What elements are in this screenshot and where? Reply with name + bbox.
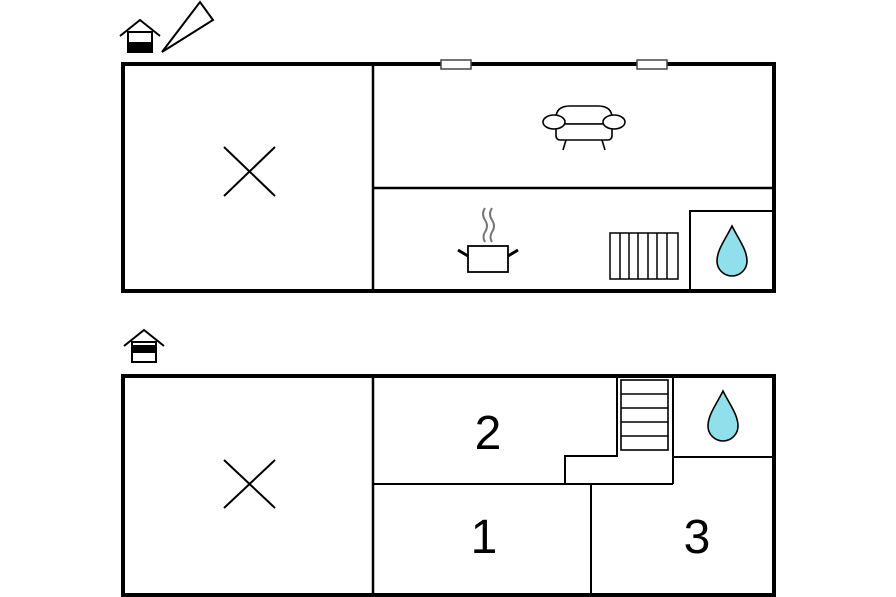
unused-area-cross-icon	[223, 146, 276, 197]
window	[636, 59, 668, 70]
upper-floor-outer-wall	[121, 374, 776, 597]
sofa-icon	[542, 105, 626, 151]
radiator-icon	[609, 232, 679, 280]
cooking-pot-icon	[457, 207, 519, 273]
unused-area-cross-icon	[223, 459, 276, 509]
water-drop-icon	[707, 389, 739, 442]
ground-floor-outer-wall	[121, 62, 776, 293]
upper-floor: 2 1 3	[121, 328, 776, 597]
room-label-1: 1	[471, 511, 498, 564]
house-ground-floor-icon	[119, 18, 161, 53]
stairs-icon	[620, 379, 669, 451]
water-drop-icon	[716, 224, 748, 277]
room-label-3: 3	[684, 511, 711, 564]
window	[440, 59, 472, 70]
ground-floor	[119, 0, 776, 293]
room-label-2: 2	[475, 407, 502, 460]
bathroom-wall	[689, 210, 774, 291]
view-angle-icon	[161, 0, 215, 53]
house-upper-floor-icon	[123, 328, 165, 363]
stair-landing-wall	[564, 376, 618, 484]
